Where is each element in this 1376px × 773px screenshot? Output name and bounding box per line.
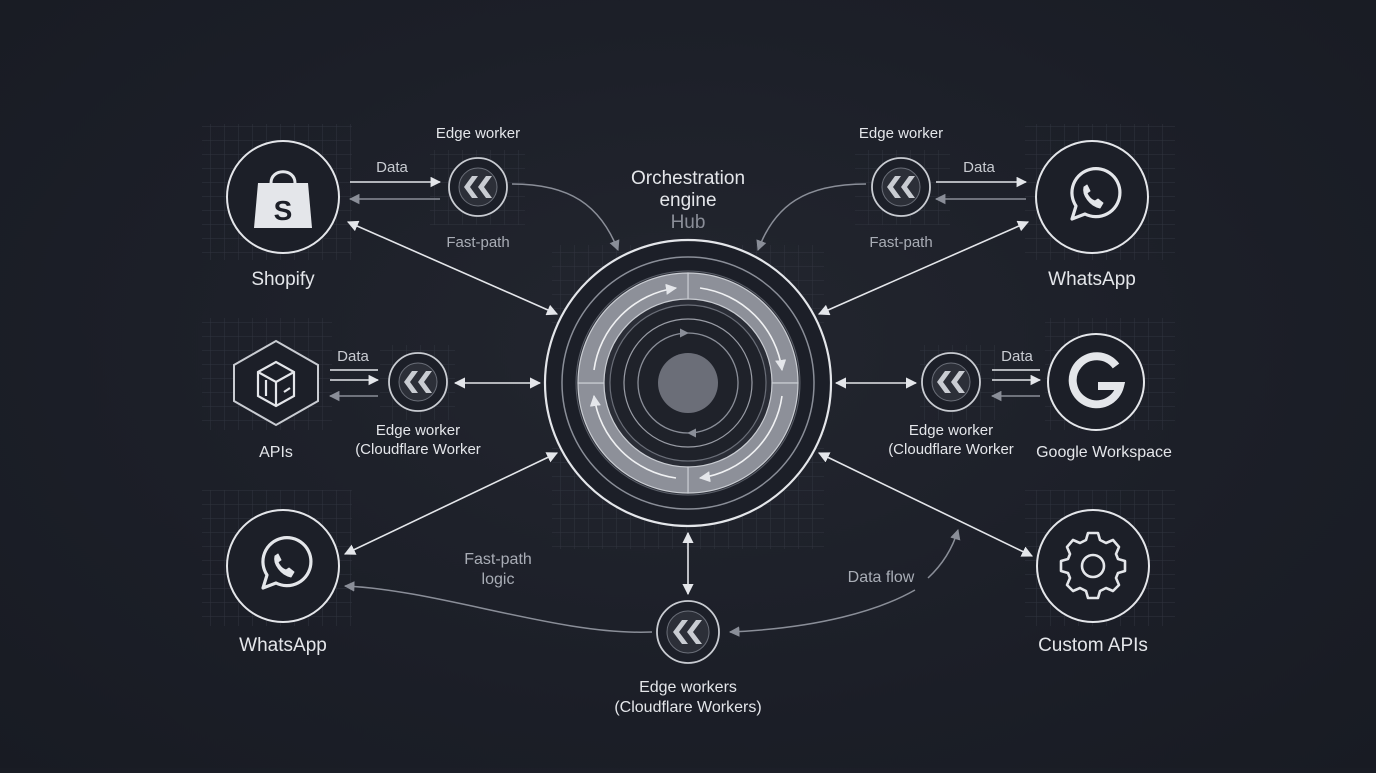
edge-worker-top-right-title: Edge worker bbox=[859, 125, 943, 142]
edge-worker-mid-left-caption-line1: Edge worker bbox=[376, 422, 460, 439]
edge-worker-mid-left-data-label: Data bbox=[337, 348, 369, 365]
apis-node[interactable] bbox=[233, 339, 319, 427]
hub-title-line2: engine bbox=[659, 190, 716, 211]
api-cube-icon bbox=[256, 360, 296, 408]
link-custom-apis-hub bbox=[817, 452, 1034, 557]
fast-path-logic-line2: logic bbox=[482, 571, 515, 588]
edge-worker-top-left-caption: Fast-path bbox=[446, 234, 509, 251]
whatsapp-top-label: WhatsApp bbox=[1048, 269, 1136, 290]
custom-apis-node[interactable] bbox=[1036, 509, 1150, 623]
edge-worker-top-right-data-label: Data bbox=[963, 159, 995, 176]
hub-title-line1: Orchestration bbox=[631, 168, 745, 189]
whatsapp-icon bbox=[261, 536, 313, 590]
cloudflare-chevrons-icon bbox=[464, 176, 492, 198]
custom-apis-label: Custom APIs bbox=[1038, 635, 1148, 656]
google-label: Google Workspace bbox=[1036, 444, 1172, 461]
link-bottom-worker-whatsapp bbox=[343, 581, 653, 633]
edge-worker-top-left-title: Edge worker bbox=[436, 125, 520, 142]
link-shopify-hub bbox=[346, 220, 559, 316]
edge-worker-bottom-caption-line2: (Cloudflare Workers) bbox=[614, 699, 761, 716]
link-bottom-worker-dataflow bbox=[728, 589, 916, 637]
edge-worker-top-left-data-label: Data bbox=[376, 159, 408, 176]
edge-worker-mid-right[interactable] bbox=[921, 352, 981, 412]
link-whatsapp-top-hub bbox=[817, 220, 1030, 316]
link-top-left-worker-hub bbox=[511, 183, 620, 251]
data-flow-label: Data flow bbox=[848, 569, 915, 586]
cloudflare-chevrons-icon bbox=[887, 176, 915, 198]
whatsapp-icon bbox=[1070, 167, 1122, 221]
orchestration-hub bbox=[543, 238, 833, 528]
edge-worker-top-right[interactable] bbox=[871, 157, 931, 217]
whatsapp-bottom-label: WhatsApp bbox=[239, 635, 327, 656]
fast-path-logic-line1: Fast-path bbox=[464, 551, 532, 568]
apis-label: APIs bbox=[259, 444, 293, 461]
shopify-node[interactable]: S bbox=[226, 140, 340, 254]
gear-icon bbox=[1059, 531, 1127, 600]
shopify-label: Shopify bbox=[251, 269, 315, 290]
svg-text:S: S bbox=[274, 195, 293, 226]
edge-worker-bottom-caption-line1: Edge workers bbox=[639, 679, 737, 696]
whatsapp-bottom-node[interactable] bbox=[226, 509, 340, 623]
edge-worker-mid-right-caption-line1: Edge worker bbox=[909, 422, 993, 439]
link-top-right-worker-hub bbox=[756, 183, 867, 251]
connectors bbox=[328, 176, 1042, 637]
hub-ring-segments bbox=[577, 272, 799, 494]
edge-worker-mid-right-caption-line2: (Cloudflare Worker bbox=[888, 441, 1014, 458]
edge-worker-top-right-caption: Fast-path bbox=[869, 234, 932, 251]
whatsapp-top-node[interactable] bbox=[1035, 140, 1149, 254]
google-g-icon bbox=[1068, 352, 1126, 409]
google-node[interactable] bbox=[1047, 333, 1145, 431]
cloudflare-chevrons-icon bbox=[937, 371, 965, 393]
edge-worker-mid-right-data-label: Data bbox=[1001, 348, 1033, 365]
hub-core bbox=[658, 353, 718, 413]
shopify-bag-icon: S bbox=[254, 170, 312, 228]
edge-worker-top-left[interactable] bbox=[448, 157, 508, 217]
hub-subtitle: Hub bbox=[671, 212, 706, 233]
edge-worker-mid-left-caption-line2: (Cloudflare Worker bbox=[355, 441, 481, 458]
cloudflare-chevrons-icon bbox=[673, 620, 702, 644]
edge-worker-mid-left[interactable] bbox=[388, 352, 448, 412]
edge-worker-bottom[interactable] bbox=[656, 600, 720, 664]
cloudflare-chevrons-icon bbox=[404, 371, 432, 393]
link-whatsapp-bottom-hub bbox=[343, 452, 559, 555]
